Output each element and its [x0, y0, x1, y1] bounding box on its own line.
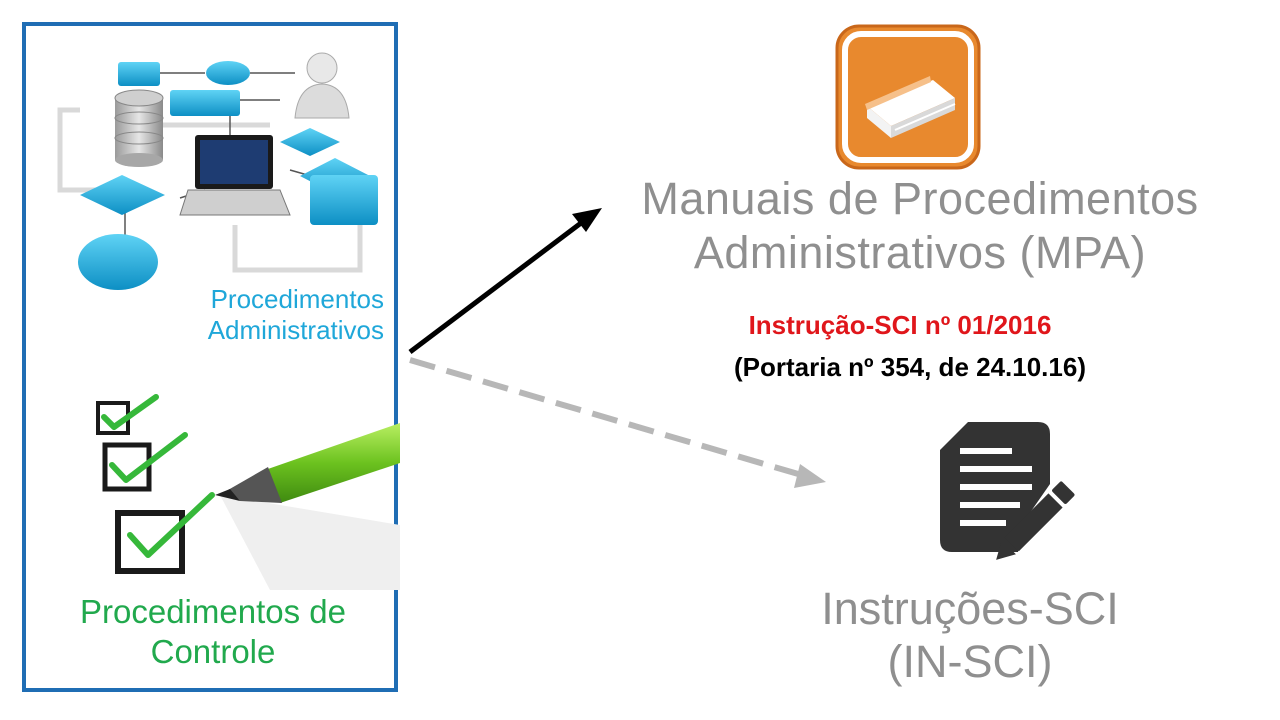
book-icon — [835, 24, 981, 170]
process-flowchart-icon — [57, 52, 378, 290]
document-edit-icon — [940, 422, 1075, 560]
insci-title-line-2: (IN-SCI) — [887, 636, 1053, 688]
control-label-line-2: Controle — [150, 633, 276, 671]
control-procedures-label: Procedimentos de Controle — [40, 592, 386, 673]
portaria-reference: (Portaria nº 354, de 24.10.16) — [733, 352, 1086, 382]
checklist-pen-icon — [96, 394, 400, 590]
mpa-title: Manuais de Procedimentos Administrativos… — [560, 172, 1280, 280]
admin-label-line-1: Procedimentos — [210, 284, 384, 314]
insci-title-line-1: Instruções-SCI — [821, 583, 1119, 634]
insci-title: Instruções-SCI (IN-SCI) — [760, 582, 1180, 688]
instruction-number: Instrução-SCI nº 01/2016 — [748, 310, 1052, 340]
mpa-title-line-1: Manuais de Procedimentos — [641, 173, 1199, 224]
control-label-line-1: Procedimentos de — [80, 593, 346, 630]
admin-procedures-label: Procedimentos Administrativos — [130, 284, 384, 346]
mpa-title-line-2: Administrativos (MPA) — [693, 227, 1147, 278]
admin-label-line-2: Administrativos — [207, 315, 384, 346]
